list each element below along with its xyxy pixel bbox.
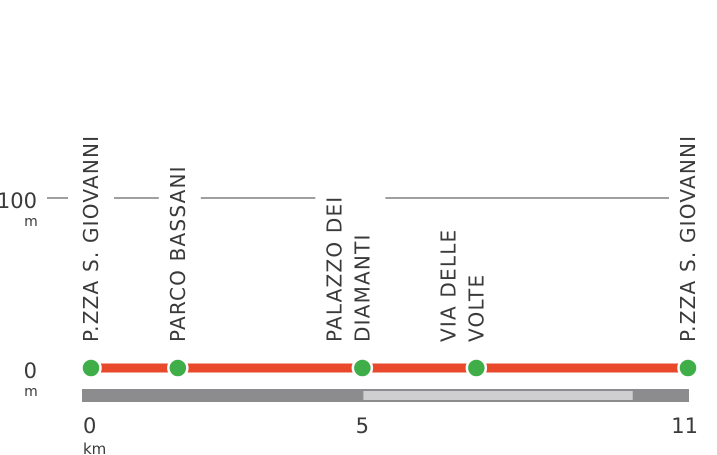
surface-segment-unpaved [363,391,633,400]
stop-label: VIA DELLE [436,229,460,342]
y-tick-label: 100 [0,189,37,213]
stop-marker [167,357,189,379]
stop-marker [677,357,699,379]
stop-markers [80,357,699,379]
stop-marker [80,357,102,379]
y-tick-label: 0 [24,359,37,383]
stop-label: PARCO BASSANI [166,165,190,342]
x-unit-label: km [83,440,106,455]
x-tick-label: 5 [356,414,369,438]
y-unit-label: m [24,214,38,230]
stop-label: P.ZZA S. GIOVANNI [79,135,103,342]
x-tick-label: 11 [671,414,698,438]
surface-bar [82,389,689,402]
stop-label: VOLTE [464,274,488,342]
stop-label: DIAMANTI [350,233,374,342]
x-axis: 0 5 11 km [83,414,698,455]
x-tick-label: 0 [83,414,96,438]
stop-label: P.ZZA S. GIOVANNI [676,135,700,342]
stop-label: PALAZZO DEI [322,196,346,342]
stop-marker [465,357,488,379]
stop-marker [351,357,374,379]
y-unit-label: m [24,384,38,400]
stop-labels: P.ZZA S. GIOVANNI PARCO BASSANI PALAZZO DE… [79,135,700,342]
